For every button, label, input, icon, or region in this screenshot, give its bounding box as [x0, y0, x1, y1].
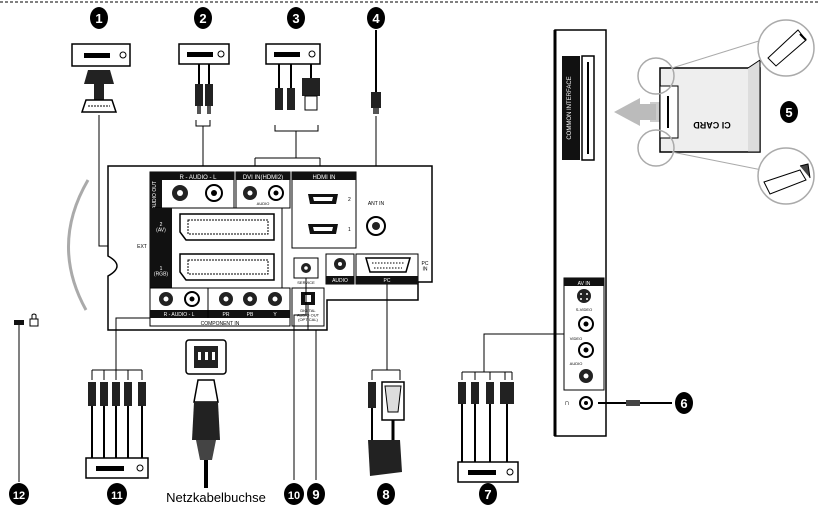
power-socket	[185, 339, 227, 375]
y-label: Y	[273, 312, 277, 318]
cable-curve	[67, 179, 90, 311]
callout-7: 7	[479, 483, 497, 505]
device-av-source	[457, 382, 519, 483]
svg-text:4: 4	[372, 11, 380, 26]
common-interface-slot-label-bg	[562, 56, 580, 160]
svideo-port	[577, 289, 591, 303]
callout-9: 9	[307, 483, 325, 505]
callout-12: 12	[9, 483, 29, 505]
callout-5: 5	[780, 101, 798, 123]
ant-in-label: ANT IN	[368, 201, 385, 207]
ci-card: CI CARD	[614, 19, 815, 205]
device-audio-amp	[178, 43, 230, 114]
headphone-plug	[598, 400, 672, 406]
kensington-lock	[14, 313, 39, 327]
scart2-label: 2(AV)	[156, 222, 166, 234]
callout-10: 10	[284, 483, 304, 505]
pb-label: PB	[247, 312, 254, 318]
scart1-label: 1(RGB)	[154, 266, 169, 278]
callout-11: 11	[107, 483, 127, 505]
device-antenna-cable	[371, 30, 381, 114]
svg-text:10: 10	[288, 490, 300, 502]
svg-text:11: 11	[111, 490, 123, 502]
audio-lr-label: R - AUDIO - L	[179, 175, 217, 181]
callout-8: 8	[377, 483, 395, 505]
wire-av	[461, 333, 564, 380]
video-label: VIDEO	[570, 336, 582, 341]
device-pc-cable	[368, 381, 405, 476]
wire-service	[293, 278, 307, 480]
scart2-port	[179, 213, 275, 241]
ext-label: EXT	[137, 244, 147, 250]
svg-text:12: 12	[13, 490, 25, 502]
scart1-port	[179, 253, 275, 281]
av-in-label: AV IN	[578, 281, 591, 287]
component-in-label: COMPONENT IN	[201, 321, 240, 327]
hdmi-in-block	[291, 171, 357, 249]
side-audio-label: AUDIO	[570, 361, 583, 366]
svg-text:6: 6	[680, 396, 687, 411]
svg-text:8: 8	[382, 487, 389, 502]
power-label: Netzkabelbuchse	[166, 490, 266, 505]
headphone-icon: ∩	[564, 398, 570, 407]
wire-hdmi	[254, 125, 321, 166]
ci-card-label: CI CARD	[693, 120, 731, 130]
callout-2: 2	[194, 7, 212, 29]
svg-text:2: 2	[199, 11, 206, 26]
device-vcr-scart	[71, 43, 131, 113]
device-component-source	[85, 382, 149, 479]
svg-text:7: 7	[484, 487, 491, 502]
device-hdmi-source	[265, 43, 321, 111]
callouts: 1 2 3 4 5 6 7 8 9 10 11 12	[9, 7, 798, 505]
pc-label: PC	[384, 278, 391, 284]
side-panel: COMMON INTERFACE AV IN S-VIDEO VIDEO AUD…	[553, 29, 607, 437]
rear-panel: R - AUDIO - L AUDIO OUT DVI IN(HDMI2) AU…	[107, 165, 433, 331]
svg-text:3: 3	[292, 11, 299, 26]
pr-label: PR	[223, 312, 230, 318]
power-plug	[192, 379, 220, 488]
callout-6: 6	[675, 392, 693, 414]
audio-out-label: AUDIO OUT	[152, 181, 158, 209]
svg-text:9: 9	[312, 487, 319, 502]
svg-text:1: 1	[95, 11, 102, 26]
dvi-audio-label: AUDIO	[257, 201, 270, 206]
dvi-in-label: DVI IN(HDMI2)	[243, 175, 283, 181]
hdmi-port-2-label: 2	[348, 197, 351, 203]
hdmi-in-label: HDMI IN	[313, 175, 336, 181]
callout-1: 1	[90, 7, 108, 29]
insert-arrow-icon	[614, 98, 640, 126]
component-audio-label: R - AUDIO - L	[164, 312, 195, 318]
hdmi-port-1-label: 1	[348, 227, 351, 233]
wire-optical	[307, 305, 317, 480]
common-interface-label: COMMON INTERFACE	[567, 76, 573, 139]
component-block	[149, 287, 291, 327]
pc-audio-label: AUDIO	[332, 278, 348, 284]
callout-3: 3	[287, 7, 305, 29]
svideo-label: S-VIDEO	[576, 307, 592, 312]
wire-pc	[371, 284, 401, 380]
callout-4: 4	[367, 7, 385, 29]
wire-component	[91, 317, 150, 380]
svg-text:5: 5	[785, 105, 792, 120]
pc-dsub-port	[365, 257, 411, 273]
wire-audio-out	[195, 120, 211, 168]
